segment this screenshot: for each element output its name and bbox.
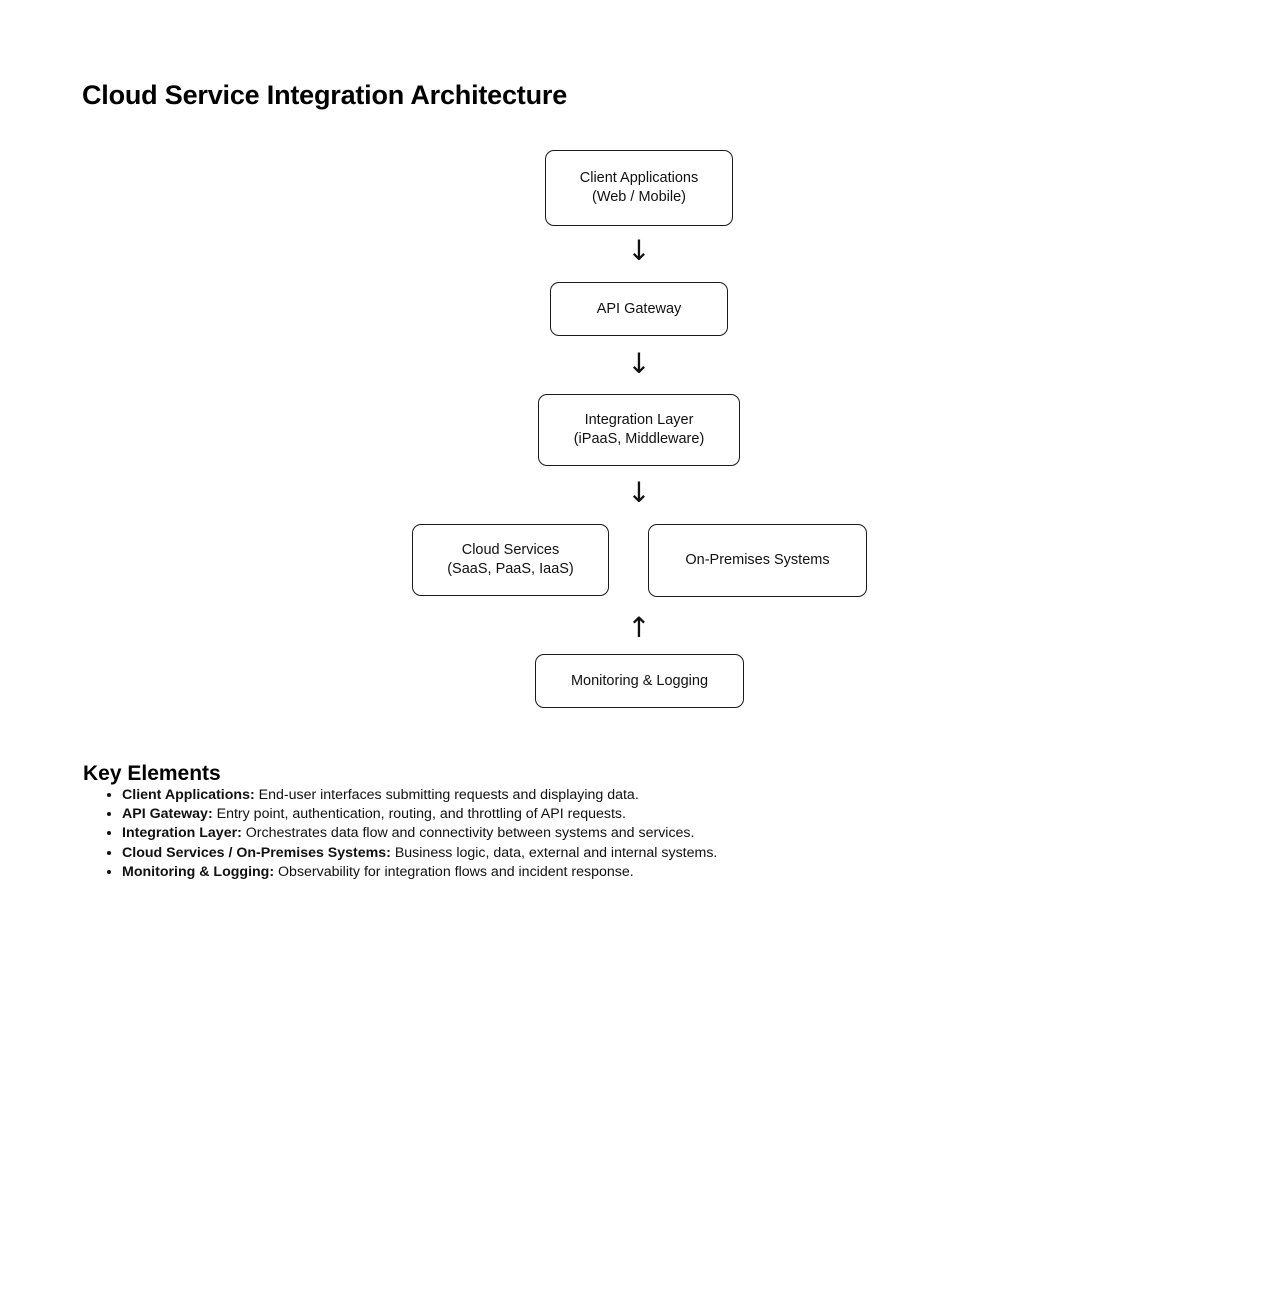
list-item-term: Monitoring & Logging: <box>122 863 275 880</box>
list-item-description: Business logic, data, external and inter… <box>390 844 718 861</box>
diagram-node-integration-layer[interactable]: Integration Layer (iPaaS, Middleware) <box>538 394 740 466</box>
arrow-down-icon-gateway-to-integration: ↓ <box>627 347 651 380</box>
key-elements-heading: Key Elements <box>83 762 221 786</box>
diagram-node-api-gateway[interactable]: API Gateway <box>550 282 728 336</box>
list-item-term: Cloud Services / On-Premises Systems: <box>122 844 391 861</box>
node-label: Monitoring & Logging <box>570 672 709 689</box>
arrow-up-icon-monitoring-to-services: ↑ <box>627 611 651 644</box>
node-label: Integration Layer (iPaaS, Middleware) <box>573 412 705 447</box>
list-item-description: Observability for integration flows and … <box>274 863 634 880</box>
arrow-down-icon-client-to-gateway: ↓ <box>627 234 651 267</box>
diagram-node-client-applications[interactable]: Client Applications (Web / Mobile) <box>545 150 733 226</box>
diagram-node-cloud-services[interactable]: Cloud Services (SaaS, PaaS, IaaS) <box>412 524 609 596</box>
key-elements-list: Client Applications: End-user interfaces… <box>96 786 1022 882</box>
architecture-diagram: Client Applications (Web / Mobile) ↓ API… <box>412 150 867 708</box>
arrow-down-icon-integration-to-services: ↓ <box>627 476 651 509</box>
list-item-term: Integration Layer: <box>122 825 242 842</box>
node-label: API Gateway <box>596 300 682 317</box>
diagram-node-on-premises-systems[interactable]: On-Premises Systems <box>648 524 867 597</box>
list-item: API Gateway: Entry point, authentication… <box>122 805 1022 824</box>
list-item: Integration Layer: Orchestrates data flo… <box>122 824 1022 843</box>
list-item-description: End-user interfaces submitting requests … <box>254 787 639 803</box>
list-item-term: API Gateway: <box>122 806 213 823</box>
node-label: On-Premises Systems <box>685 552 830 568</box>
list-item: Client Applications: End-user interfaces… <box>122 786 1022 805</box>
list-item-term: Client Applications: <box>122 787 255 803</box>
list-item-description: Entry point, authentication, routing, an… <box>212 806 626 823</box>
page-title: Cloud Service Integration Architecture <box>82 80 568 111</box>
list-item: Monitoring & Logging: Observability for … <box>122 863 1022 882</box>
node-label: Cloud Services (SaaS, PaaS, IaaS) <box>447 542 574 577</box>
list-item-description: Orchestrates data flow and connectivity … <box>241 825 695 842</box>
list-item: Cloud Services / On-Premises Systems: Bu… <box>122 844 1022 863</box>
node-label: Client Applications (Web / Mobile) <box>579 170 699 205</box>
diagram-node-monitoring-logging[interactable]: Monitoring & Logging <box>535 654 744 708</box>
